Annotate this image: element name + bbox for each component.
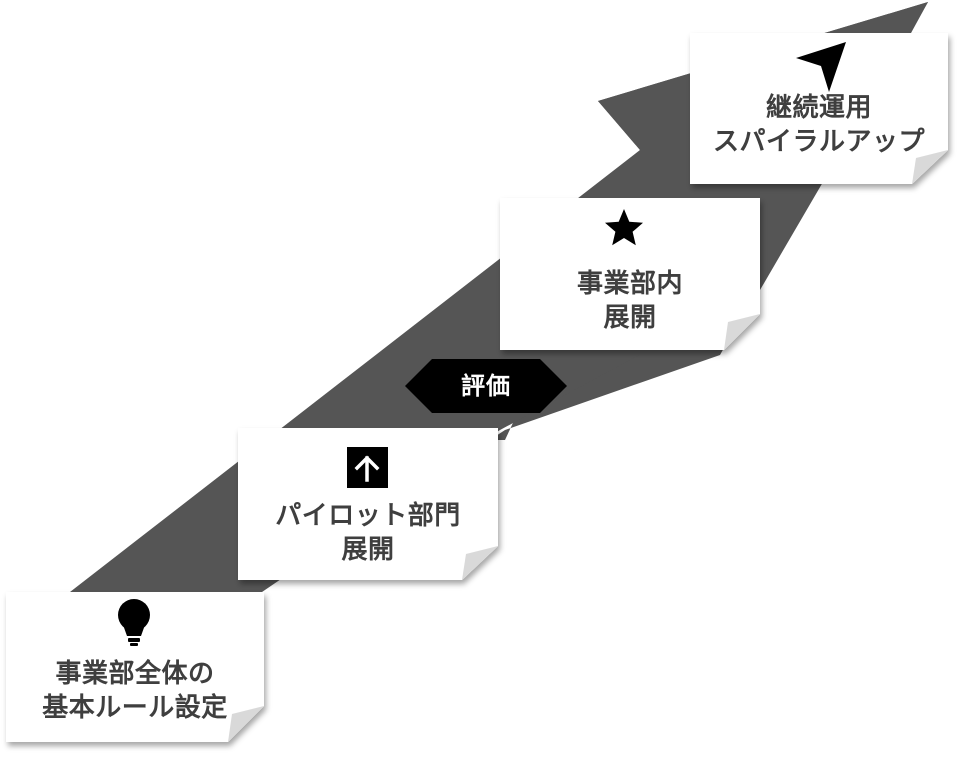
step-1-line-1: 事業部全体の [55,659,215,689]
star-icon [605,209,643,246]
step-4-line-2: スパイラルアップ [712,126,925,157]
page-curl-1 [228,706,264,742]
lightbulb-icon [118,599,150,646]
step-text-3: 事業部内 展開 [500,268,760,336]
step-text-1: 事業部全体の 基本ルール設定 [6,658,264,726]
page-curl-3 [724,314,760,350]
page-curl-2 [462,546,498,580]
step-card-3 [500,198,760,350]
step-3-line-2: 展開 [603,302,657,333]
step-text-4: 継続運用 スパイラルアップ [690,92,948,160]
step-card-2 [238,428,498,580]
step-card-4 [690,33,948,184]
step-2-line-2: 展開 [341,534,395,565]
step-1-line-2: 基本ルール設定 [42,692,228,723]
up-arrow-icon [347,447,388,488]
evaluation-label: 評価 [461,372,511,400]
step-card-1 [6,592,264,742]
cursor-arrow-icon [796,42,846,92]
step-2-line-1: パイロット部門 [275,501,461,531]
page-curl-4 [912,150,948,184]
step-3-line-1: 事業部内 [576,269,683,299]
step-text-2: パイロット部門 展開 [238,500,498,568]
step-4-line-1: 継続運用 [765,93,872,123]
evaluation-badge [405,359,567,413]
